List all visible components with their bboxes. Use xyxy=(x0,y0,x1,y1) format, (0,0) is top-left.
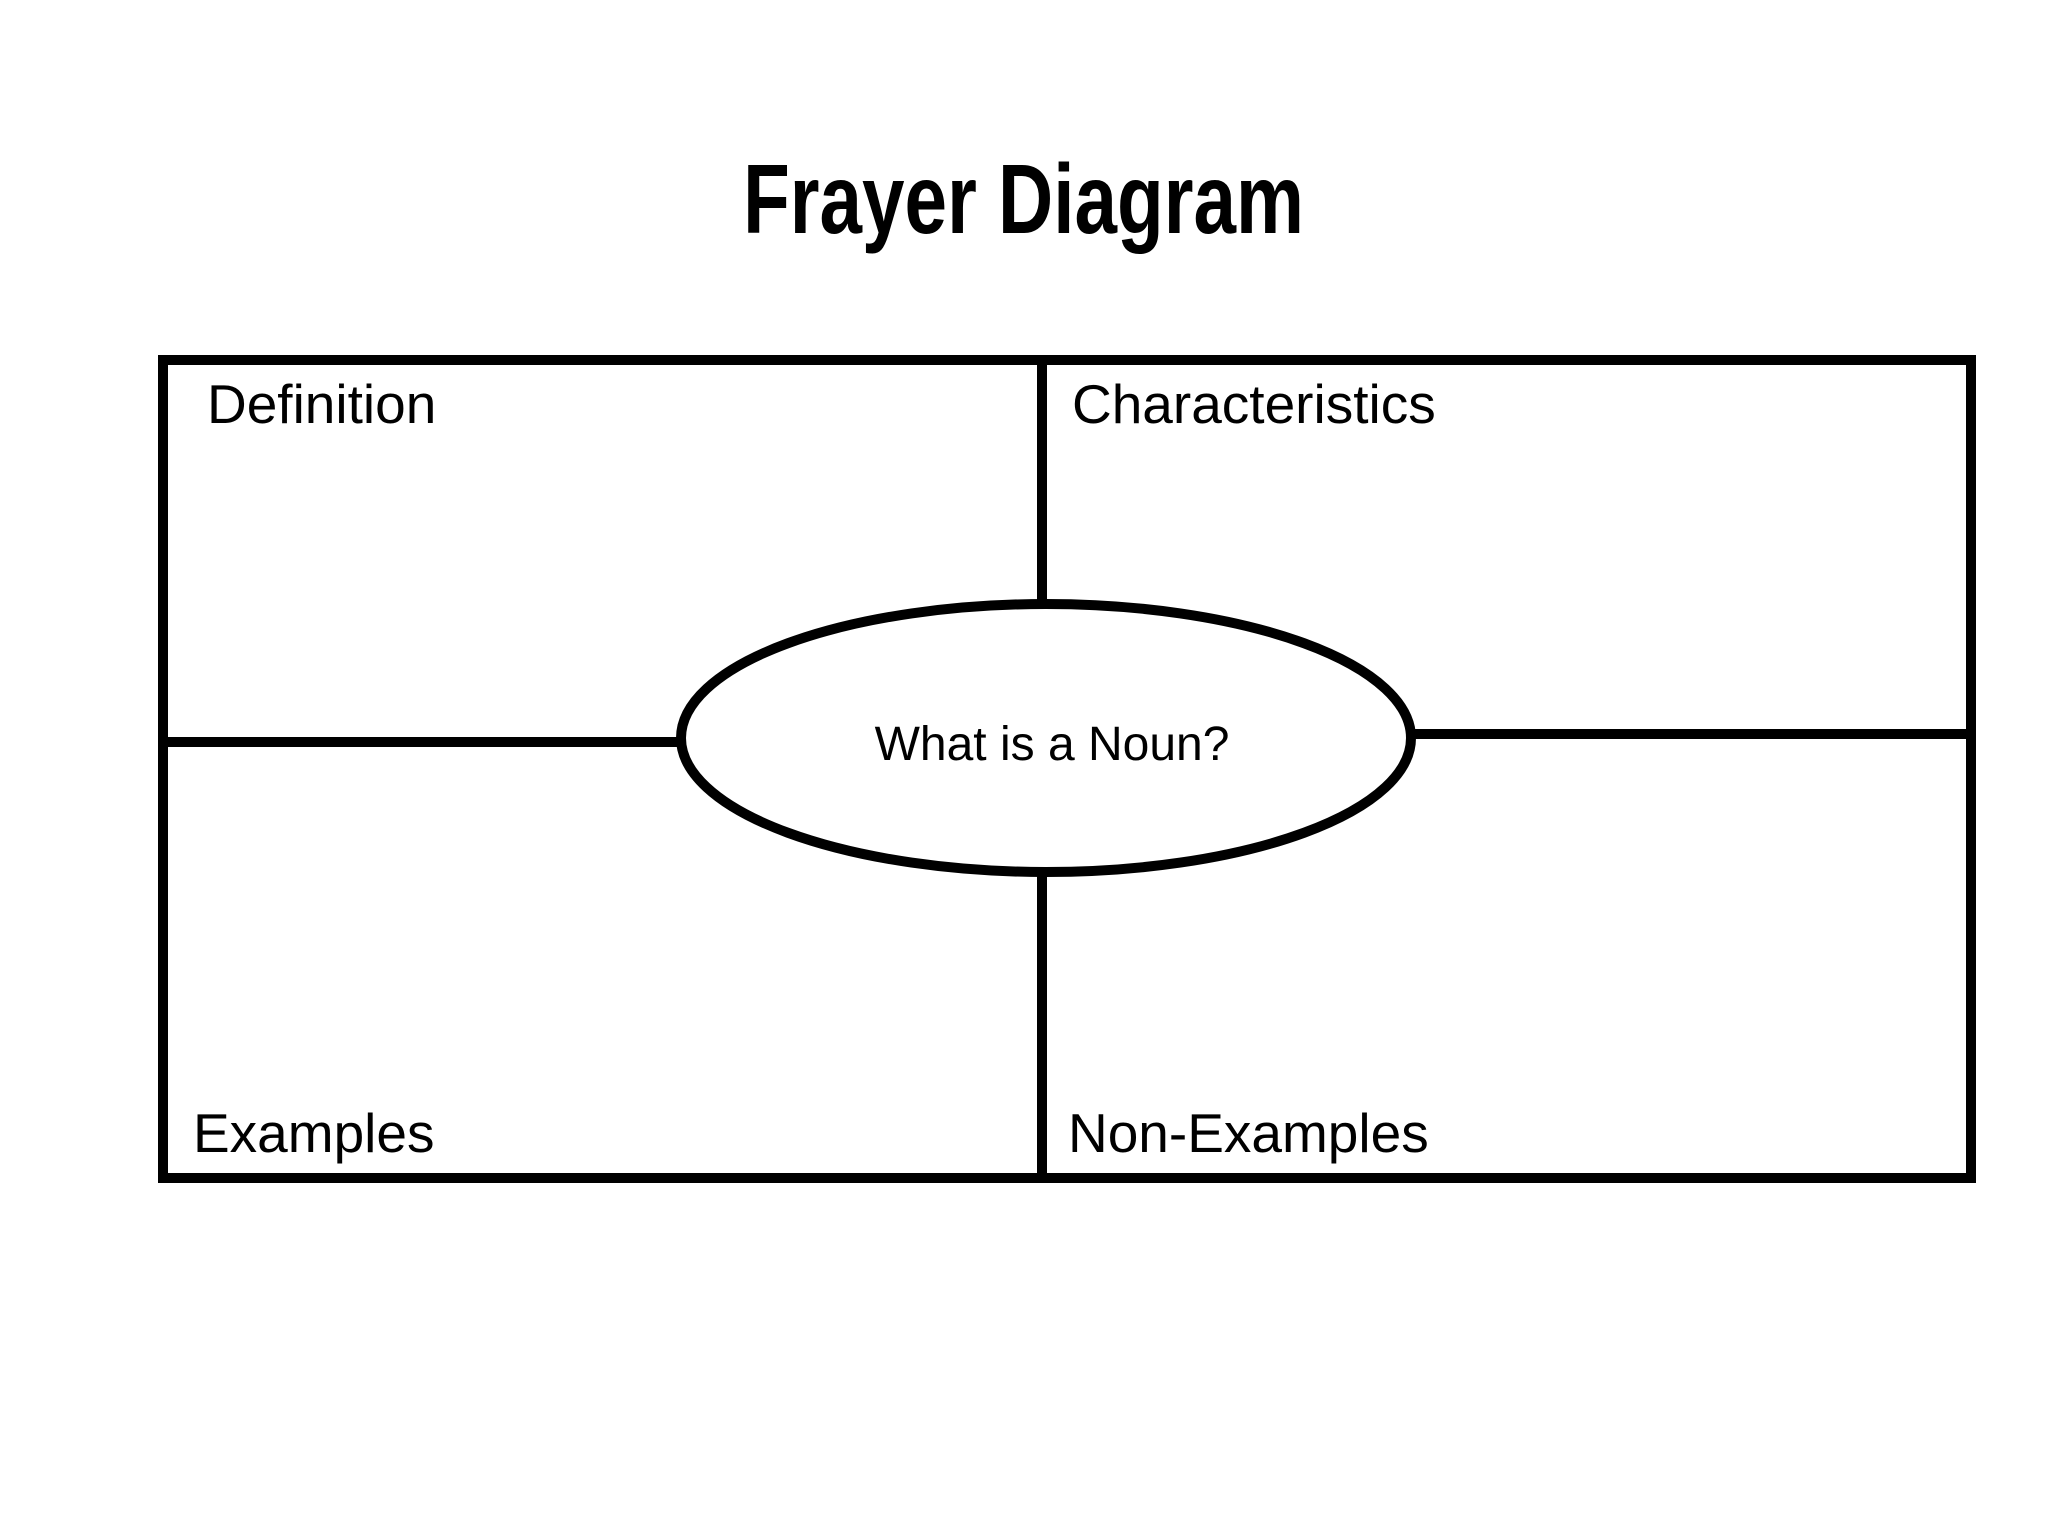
center-ellipse xyxy=(676,599,1416,877)
center-question: What is a Noun? xyxy=(874,718,1230,771)
page-title-text: Frayer Diagram xyxy=(743,144,1305,254)
page-title: Frayer Diagram xyxy=(0,150,2048,248)
quadrant-label-characteristics: Characteristics xyxy=(1072,373,1436,435)
outer-rect xyxy=(158,355,1976,1183)
quadrant-label-examples: Examples xyxy=(193,1102,435,1164)
quadrant-label-definition: Definition xyxy=(207,373,437,435)
quadrant-label-non-examples: Non-Examples xyxy=(1068,1102,1429,1164)
